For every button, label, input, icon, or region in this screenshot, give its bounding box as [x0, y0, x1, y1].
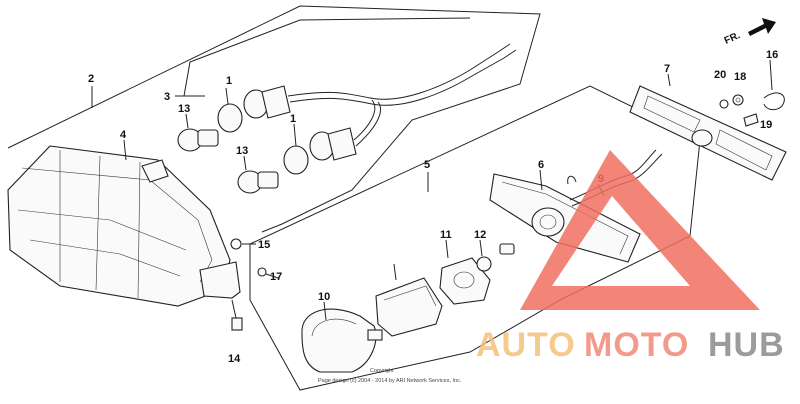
leader-8 — [393, 263, 397, 281]
copyright-line-2: Page design (c) 2004 - 2014 by ARI Netwo… — [318, 378, 462, 384]
assembly-2-frame — [7, 5, 541, 233]
clamp-16 — [763, 59, 785, 111]
nut-18 — [732, 94, 744, 106]
mount-bracket — [199, 261, 241, 299]
leader-6 — [539, 169, 543, 191]
leader-1a — [225, 87, 229, 105]
callout-1a: 1 — [226, 75, 232, 87]
bulb-lower — [237, 170, 279, 194]
triangle-logo-icon — [520, 150, 760, 310]
screw-15 — [230, 238, 256, 250]
callout-5: 5 — [424, 159, 430, 171]
leader-7 — [667, 73, 671, 87]
washer-20 — [719, 99, 729, 109]
fr-label: FR. — [723, 30, 742, 47]
callout-17: 17 — [270, 271, 282, 283]
watermark-hub: HUB — [708, 326, 785, 364]
reflector-6 — [489, 173, 641, 263]
cover-8 — [375, 277, 443, 337]
assembly-3-frame — [183, 17, 471, 97]
callout-10: 10 — [318, 291, 330, 303]
callout-2: 2 — [88, 73, 94, 85]
leader-12 — [479, 239, 483, 257]
taillight-lens — [7, 145, 231, 307]
callout-18: 18 — [734, 71, 746, 83]
callout-20: 20 — [714, 69, 726, 81]
callout-6: 6 — [538, 159, 544, 171]
watermark-auto: AUTO — [476, 326, 576, 364]
callout-3: 3 — [164, 91, 170, 103]
callout-1b: 1 — [290, 113, 296, 125]
clip-14 — [231, 317, 243, 331]
callout-4: 4 — [120, 129, 127, 141]
front-direction-indicator: FR. — [723, 18, 776, 47]
copyright-line-1: Copyright — [370, 368, 394, 374]
front-arrow-icon — [748, 18, 776, 36]
callout-13b: 13 — [236, 145, 248, 157]
housing-10 — [301, 308, 383, 373]
leader-4 — [123, 139, 127, 161]
leader-13b — [243, 155, 247, 171]
callout-14: 14 — [228, 353, 241, 365]
gasket-11 — [439, 257, 491, 305]
leader-1b — [293, 123, 297, 147]
bulb-12 — [476, 243, 515, 272]
plate-light-7 — [629, 85, 787, 181]
watermark-logo: AUTO MOTO HUB — [476, 150, 785, 364]
socket-harness — [217, 43, 517, 175]
callout-15: 15 — [258, 239, 270, 251]
bulb-upper — [177, 128, 219, 152]
callout-12: 12 — [474, 229, 486, 241]
leader-13a — [185, 113, 189, 129]
leader-11 — [445, 239, 449, 259]
bolt-19 — [743, 113, 759, 127]
callout-16: 16 — [766, 49, 778, 61]
watermark-moto: MOTO — [584, 326, 689, 364]
screw-17 — [257, 267, 279, 279]
leader-10 — [323, 301, 327, 321]
callout-7: 7 — [664, 63, 670, 75]
leader-14-line — [231, 299, 237, 319]
callout-13a: 13 — [178, 103, 190, 115]
callout-19: 19 — [760, 119, 772, 131]
callout-11: 11 — [440, 229, 452, 241]
